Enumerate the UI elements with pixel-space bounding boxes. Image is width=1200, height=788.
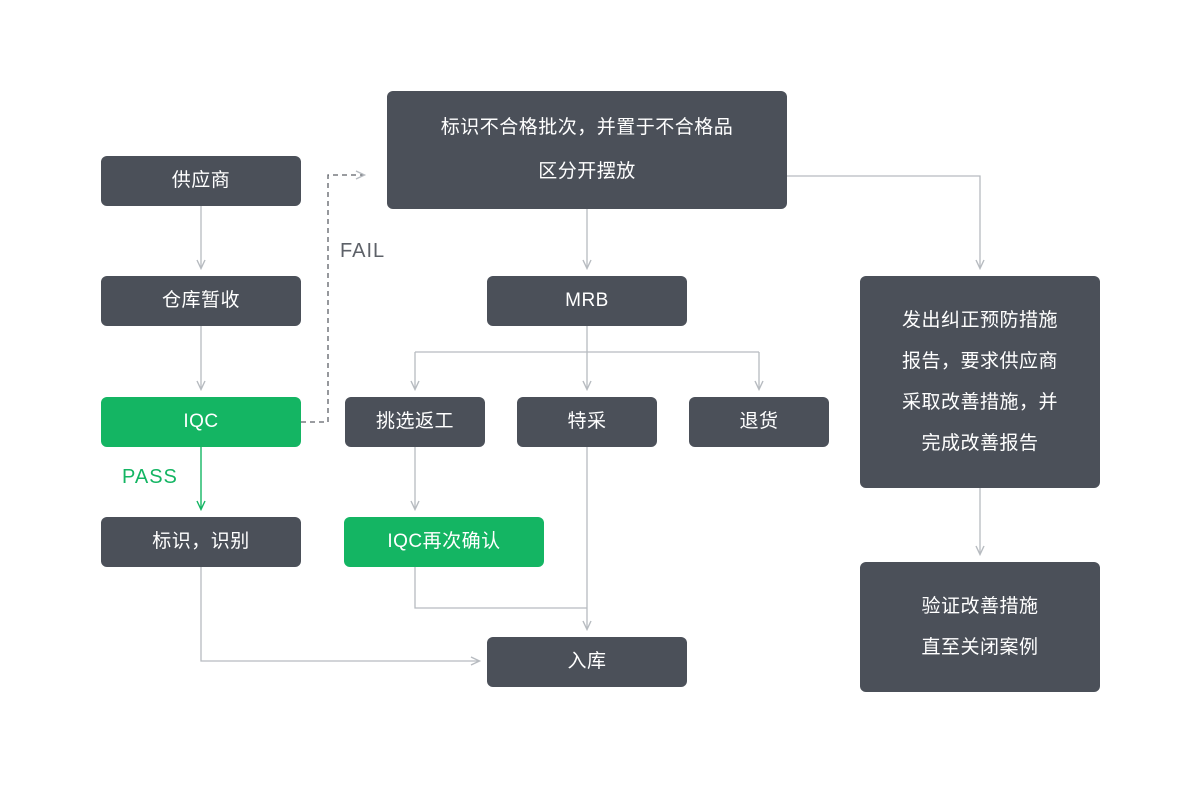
node-identify-mark[interactable]: 标识，识别 bbox=[101, 517, 301, 567]
node-supplier[interactable]: 供应商 bbox=[101, 156, 301, 206]
node-iqc[interactable]: IQC bbox=[101, 397, 301, 447]
edge-mark-ng-to-capa bbox=[787, 175, 985, 271]
node-sort-rework[interactable]: 挑选返工 bbox=[345, 397, 485, 447]
node-deviation-acceptance[interactable]: 特采 bbox=[517, 397, 657, 447]
node-capa-report[interactable]: 发出纠正预防措施 报告，要求供应商 采取改善措施，并 完成改善报告 bbox=[860, 276, 1100, 488]
edge-iqc-recheck-to-stock-in bbox=[414, 567, 587, 609]
edge-iqc-fail-to-mark-ng bbox=[301, 170, 367, 423]
node-mrb[interactable]: MRB bbox=[487, 276, 687, 326]
edge-identify-to-stock-in bbox=[200, 567, 482, 666]
edge-label-pass: PASS bbox=[122, 466, 178, 488]
node-warehouse-receiving[interactable]: 仓库暂收 bbox=[101, 276, 301, 326]
edge-label-fail: FAIL bbox=[340, 240, 386, 262]
node-mark-nonconforming-lot[interactable]: 标识不合格批次，并置于不合格品 区分开摆放 bbox=[387, 91, 787, 209]
node-verify-close[interactable]: 验证改善措施 直至关闭案例 bbox=[860, 562, 1100, 692]
node-stock-in[interactable]: 入库 bbox=[487, 637, 687, 687]
node-return-goods[interactable]: 退货 bbox=[689, 397, 829, 447]
node-iqc-recheck[interactable]: IQC再次确认 bbox=[344, 517, 544, 567]
